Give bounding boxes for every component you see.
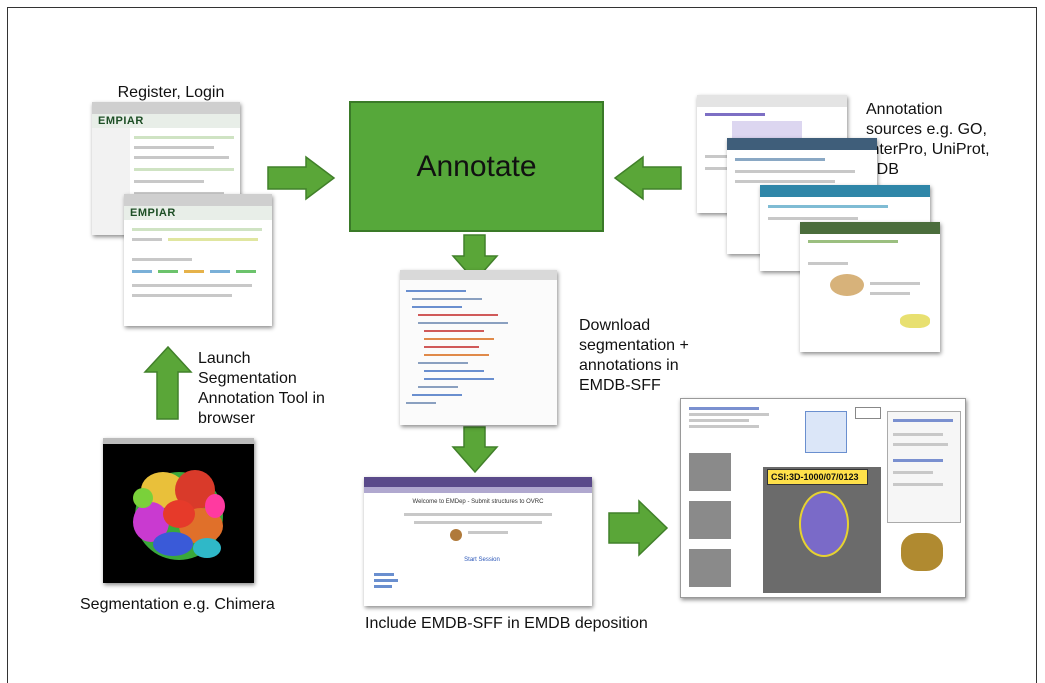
right-arrow-icon <box>267 155 336 201</box>
annotation-tool-mockup: CSI:3D-1000/07/0123 <box>680 398 966 598</box>
emdb-sff-code-screenshot <box>400 270 557 425</box>
empiar-logo: EMPIAR <box>98 115 144 127</box>
down-arrow-icon <box>451 426 499 474</box>
annotate-label: Annotate <box>416 149 537 183</box>
empiar-tool-screenshot: EMPIAR <box>124 194 272 326</box>
up-arrow-icon <box>143 345 193 420</box>
down-arrow-icon <box>451 234 499 283</box>
start-session-link: Start Session <box>464 557 500 563</box>
register-label: Register, Login <box>117 84 225 101</box>
segmentation-model <box>133 470 225 560</box>
segmentation-label: Segmentation e.g. Chimera <box>80 596 275 613</box>
source-screenshot-4 <box>800 222 940 352</box>
sources-label: Annotation sources e.g. GO, InterPro, Un… <box>866 101 990 178</box>
diagram-frame <box>7 7 1037 683</box>
annotate-box: Annotate <box>349 101 604 232</box>
deposition-title: Welcome to EMDep - Submit structures to … <box>412 499 544 505</box>
launch-label: Launch Segmentation Annotation Tool in b… <box>198 350 325 427</box>
right-arrow-icon <box>608 499 669 557</box>
chimera-screenshot <box>103 438 254 583</box>
deposition-label: Include EMDB-SFF in EMDB deposition <box>365 615 648 632</box>
csi-label: CSI:3D-1000/07/0123 <box>767 469 868 485</box>
download-label: Download segmentation + annotations in E… <box>579 317 689 394</box>
left-arrow-icon <box>613 155 682 201</box>
emdep-deposition-screenshot: Welcome to EMDep - Submit structures to … <box>364 477 592 606</box>
